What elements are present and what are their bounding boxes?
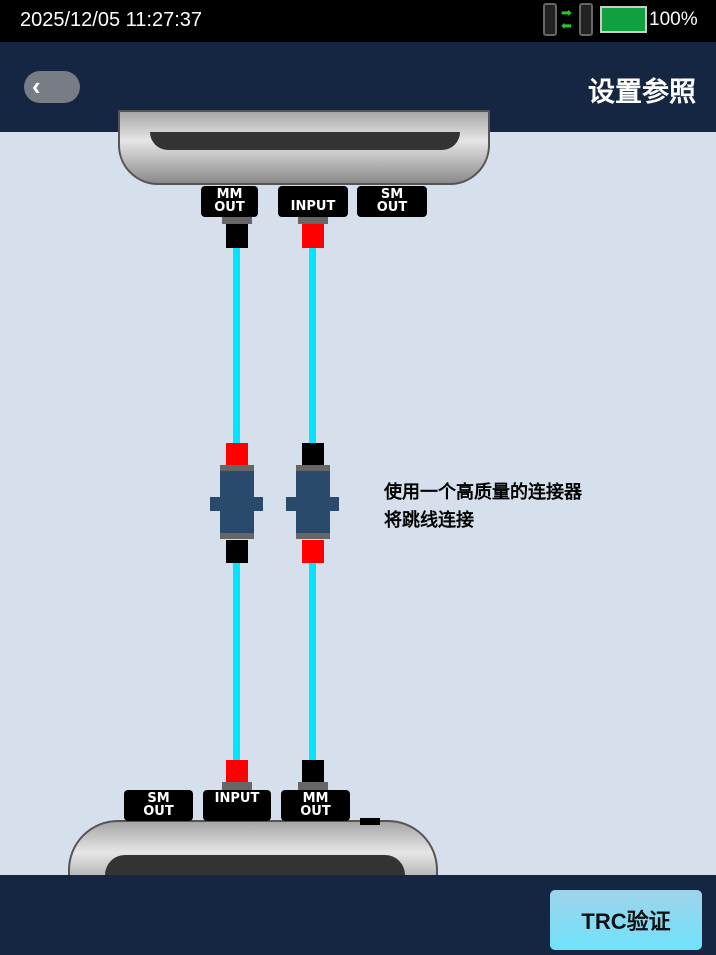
connector-red bbox=[226, 760, 248, 782]
port-label: OUT bbox=[143, 804, 174, 819]
trc-verify-button[interactable]: TRC验证 bbox=[550, 890, 702, 950]
fiber-cable bbox=[233, 248, 240, 443]
connector-red bbox=[302, 540, 324, 563]
connector-black bbox=[302, 443, 324, 465]
adapter-flange bbox=[286, 497, 339, 511]
connector-red bbox=[226, 443, 248, 465]
adapter-flange bbox=[210, 497, 263, 511]
instruction-line: 将跳线连接 bbox=[384, 510, 474, 530]
page-title: 设置参照 bbox=[588, 77, 696, 107]
port-label: OUT bbox=[300, 804, 331, 819]
fiber-cable bbox=[309, 248, 316, 443]
connector-black bbox=[302, 760, 324, 782]
port-label: INPUT bbox=[290, 199, 336, 214]
port-label: OUT bbox=[376, 200, 408, 215]
top-port-input: INPUT bbox=[278, 186, 348, 217]
connector-boot bbox=[298, 217, 328, 224]
connector-black bbox=[226, 224, 248, 248]
status-bar: 2025/12/05 11:27:37 ➡⬅ 100% bbox=[0, 0, 716, 42]
connector-black bbox=[226, 540, 248, 563]
top-device-screen bbox=[150, 132, 460, 150]
battery-icon bbox=[600, 6, 647, 33]
port-label: MM bbox=[302, 791, 329, 806]
device-button bbox=[360, 818, 380, 825]
port-label: SM bbox=[380, 187, 404, 202]
fiber-cable bbox=[309, 563, 316, 760]
connector-red bbox=[302, 224, 324, 248]
instruction-line: 使用一个高质量的连接器 bbox=[384, 482, 582, 502]
port-label: SM bbox=[147, 791, 170, 806]
instruction-text: 使用一个高质量的连接器 将跳线连接 bbox=[384, 478, 582, 534]
connector-boot bbox=[222, 782, 252, 790]
battery-percent: 100% bbox=[649, 9, 698, 30]
datetime: 2025/12/05 11:27:37 bbox=[20, 9, 203, 31]
connector-boot bbox=[298, 782, 328, 790]
back-button[interactable]: ‹ bbox=[24, 71, 80, 103]
device-link-icon: ➡⬅ bbox=[543, 3, 595, 37]
connector-boot bbox=[222, 217, 252, 224]
port-label: INPUT bbox=[214, 791, 260, 806]
port-label: MM bbox=[216, 187, 243, 202]
fiber-cable bbox=[233, 563, 240, 760]
bottom-port-input: INPUT bbox=[203, 790, 271, 821]
port-label: OUT bbox=[214, 200, 245, 215]
